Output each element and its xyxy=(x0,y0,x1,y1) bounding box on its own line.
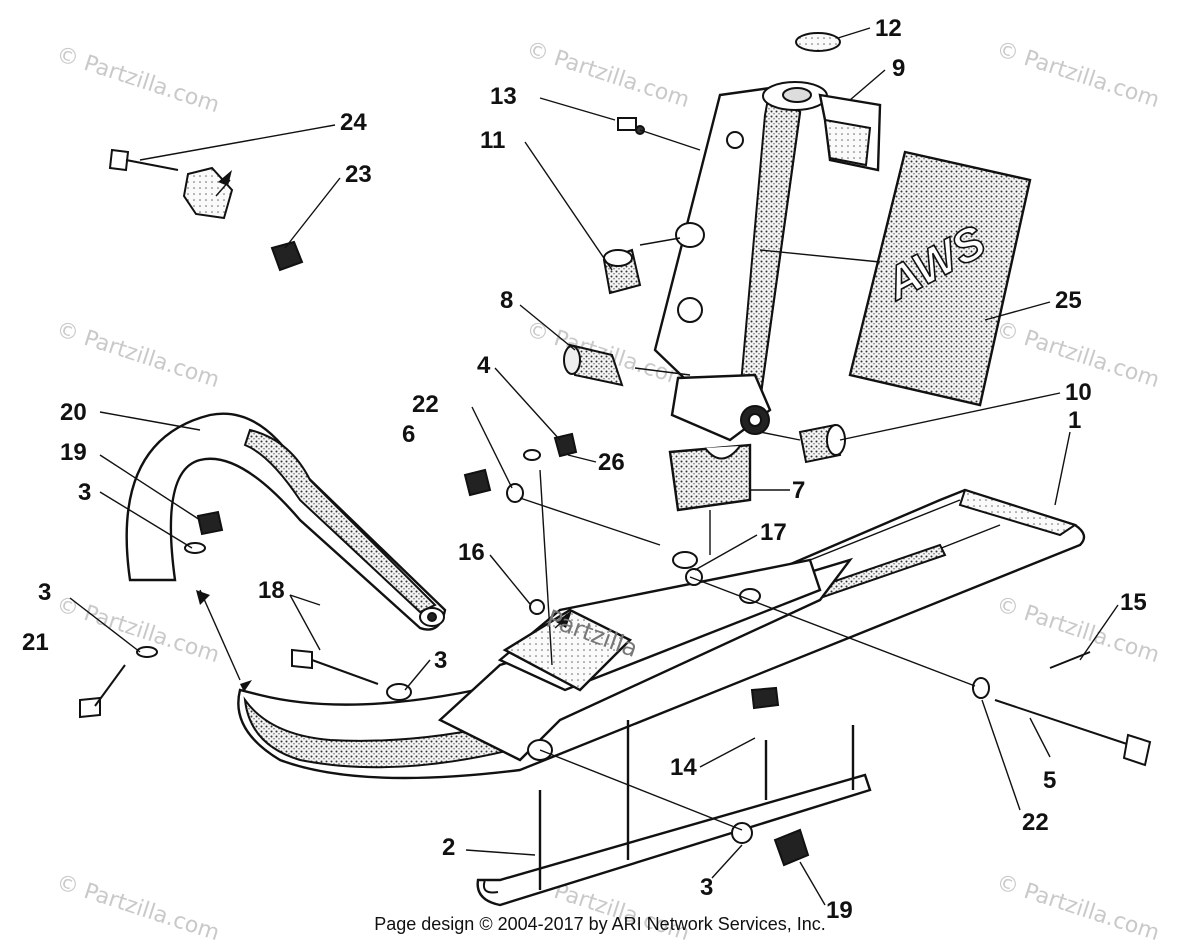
callout-5: 5 xyxy=(1043,767,1056,794)
callout-3-left: 3 xyxy=(38,579,51,606)
callout-16: 16 xyxy=(458,539,485,566)
callout-19-upper: 19 xyxy=(60,439,87,466)
callout-3-mid: 3 xyxy=(434,647,447,674)
bushing-11 xyxy=(602,248,642,295)
decal-25: AWS xyxy=(848,150,1032,407)
callout-15: 15 xyxy=(1120,589,1147,616)
bolt-24-assembly xyxy=(108,148,304,272)
spindle-housing xyxy=(653,81,882,442)
arrow-mark xyxy=(556,610,572,628)
watermark: © Partzilla.com xyxy=(993,870,1162,941)
callout-21: 21 xyxy=(22,629,49,656)
watermark: © Partzilla.com xyxy=(53,317,222,393)
block-7 xyxy=(668,443,752,512)
loop-fasteners xyxy=(79,510,224,719)
callout-4: 4 xyxy=(477,352,491,379)
callout-14: 14 xyxy=(670,754,697,781)
bushing-8 xyxy=(563,343,624,387)
callout-23: 23 xyxy=(345,161,372,188)
callouts: 12 9 13 11 24 23 25 8 4 22 10 20 6 26 1 … xyxy=(22,15,1147,924)
callout-2: 2 xyxy=(442,834,455,861)
callout-6: 6 xyxy=(402,421,415,448)
bushing-10 xyxy=(798,423,846,464)
leader-lines xyxy=(69,27,1119,906)
callout-7: 7 xyxy=(792,477,805,504)
watermark: © Partzilla.com xyxy=(993,37,1162,113)
arrow-mark xyxy=(196,590,210,605)
arrow-mark xyxy=(240,680,252,692)
watermark: © Partzilla.com xyxy=(53,870,222,941)
watermark: © Partzilla.com xyxy=(523,37,692,113)
arrow-mark xyxy=(218,170,232,186)
callout-3-upper: 3 xyxy=(78,479,91,506)
watermark: © Partzilla.com xyxy=(53,592,222,668)
callout-20: 20 xyxy=(60,399,87,426)
callout-12: 12 xyxy=(875,15,902,42)
callout-25: 25 xyxy=(1055,287,1082,314)
callout-24: 24 xyxy=(340,109,367,136)
callout-10: 10 xyxy=(1065,379,1092,406)
callout-19-lower: 19 xyxy=(826,897,853,924)
callout-22-upper: 22 xyxy=(412,391,439,418)
callout-13: 13 xyxy=(490,83,517,110)
wear-bar-2 xyxy=(476,720,872,907)
callout-22-lower: 22 xyxy=(1022,809,1049,836)
screw-13 xyxy=(617,117,645,135)
callout-18: 18 xyxy=(258,577,285,604)
ski-loop-20 xyxy=(125,412,447,631)
callout-9: 9 xyxy=(892,55,905,82)
ski-saddle xyxy=(437,551,854,762)
callout-17: 17 xyxy=(760,519,787,546)
watermark: © Partzilla.com xyxy=(53,42,222,118)
callout-3-lower: 3 xyxy=(700,874,713,901)
cap-12 xyxy=(795,32,841,52)
callout-8: 8 xyxy=(500,287,513,314)
callout-1: 1 xyxy=(1068,407,1081,434)
callout-11: 11 xyxy=(480,127,505,154)
footer-copyright: Page design © 2004-2017 by ARI Network S… xyxy=(374,914,826,934)
callout-26: 26 xyxy=(598,449,625,476)
